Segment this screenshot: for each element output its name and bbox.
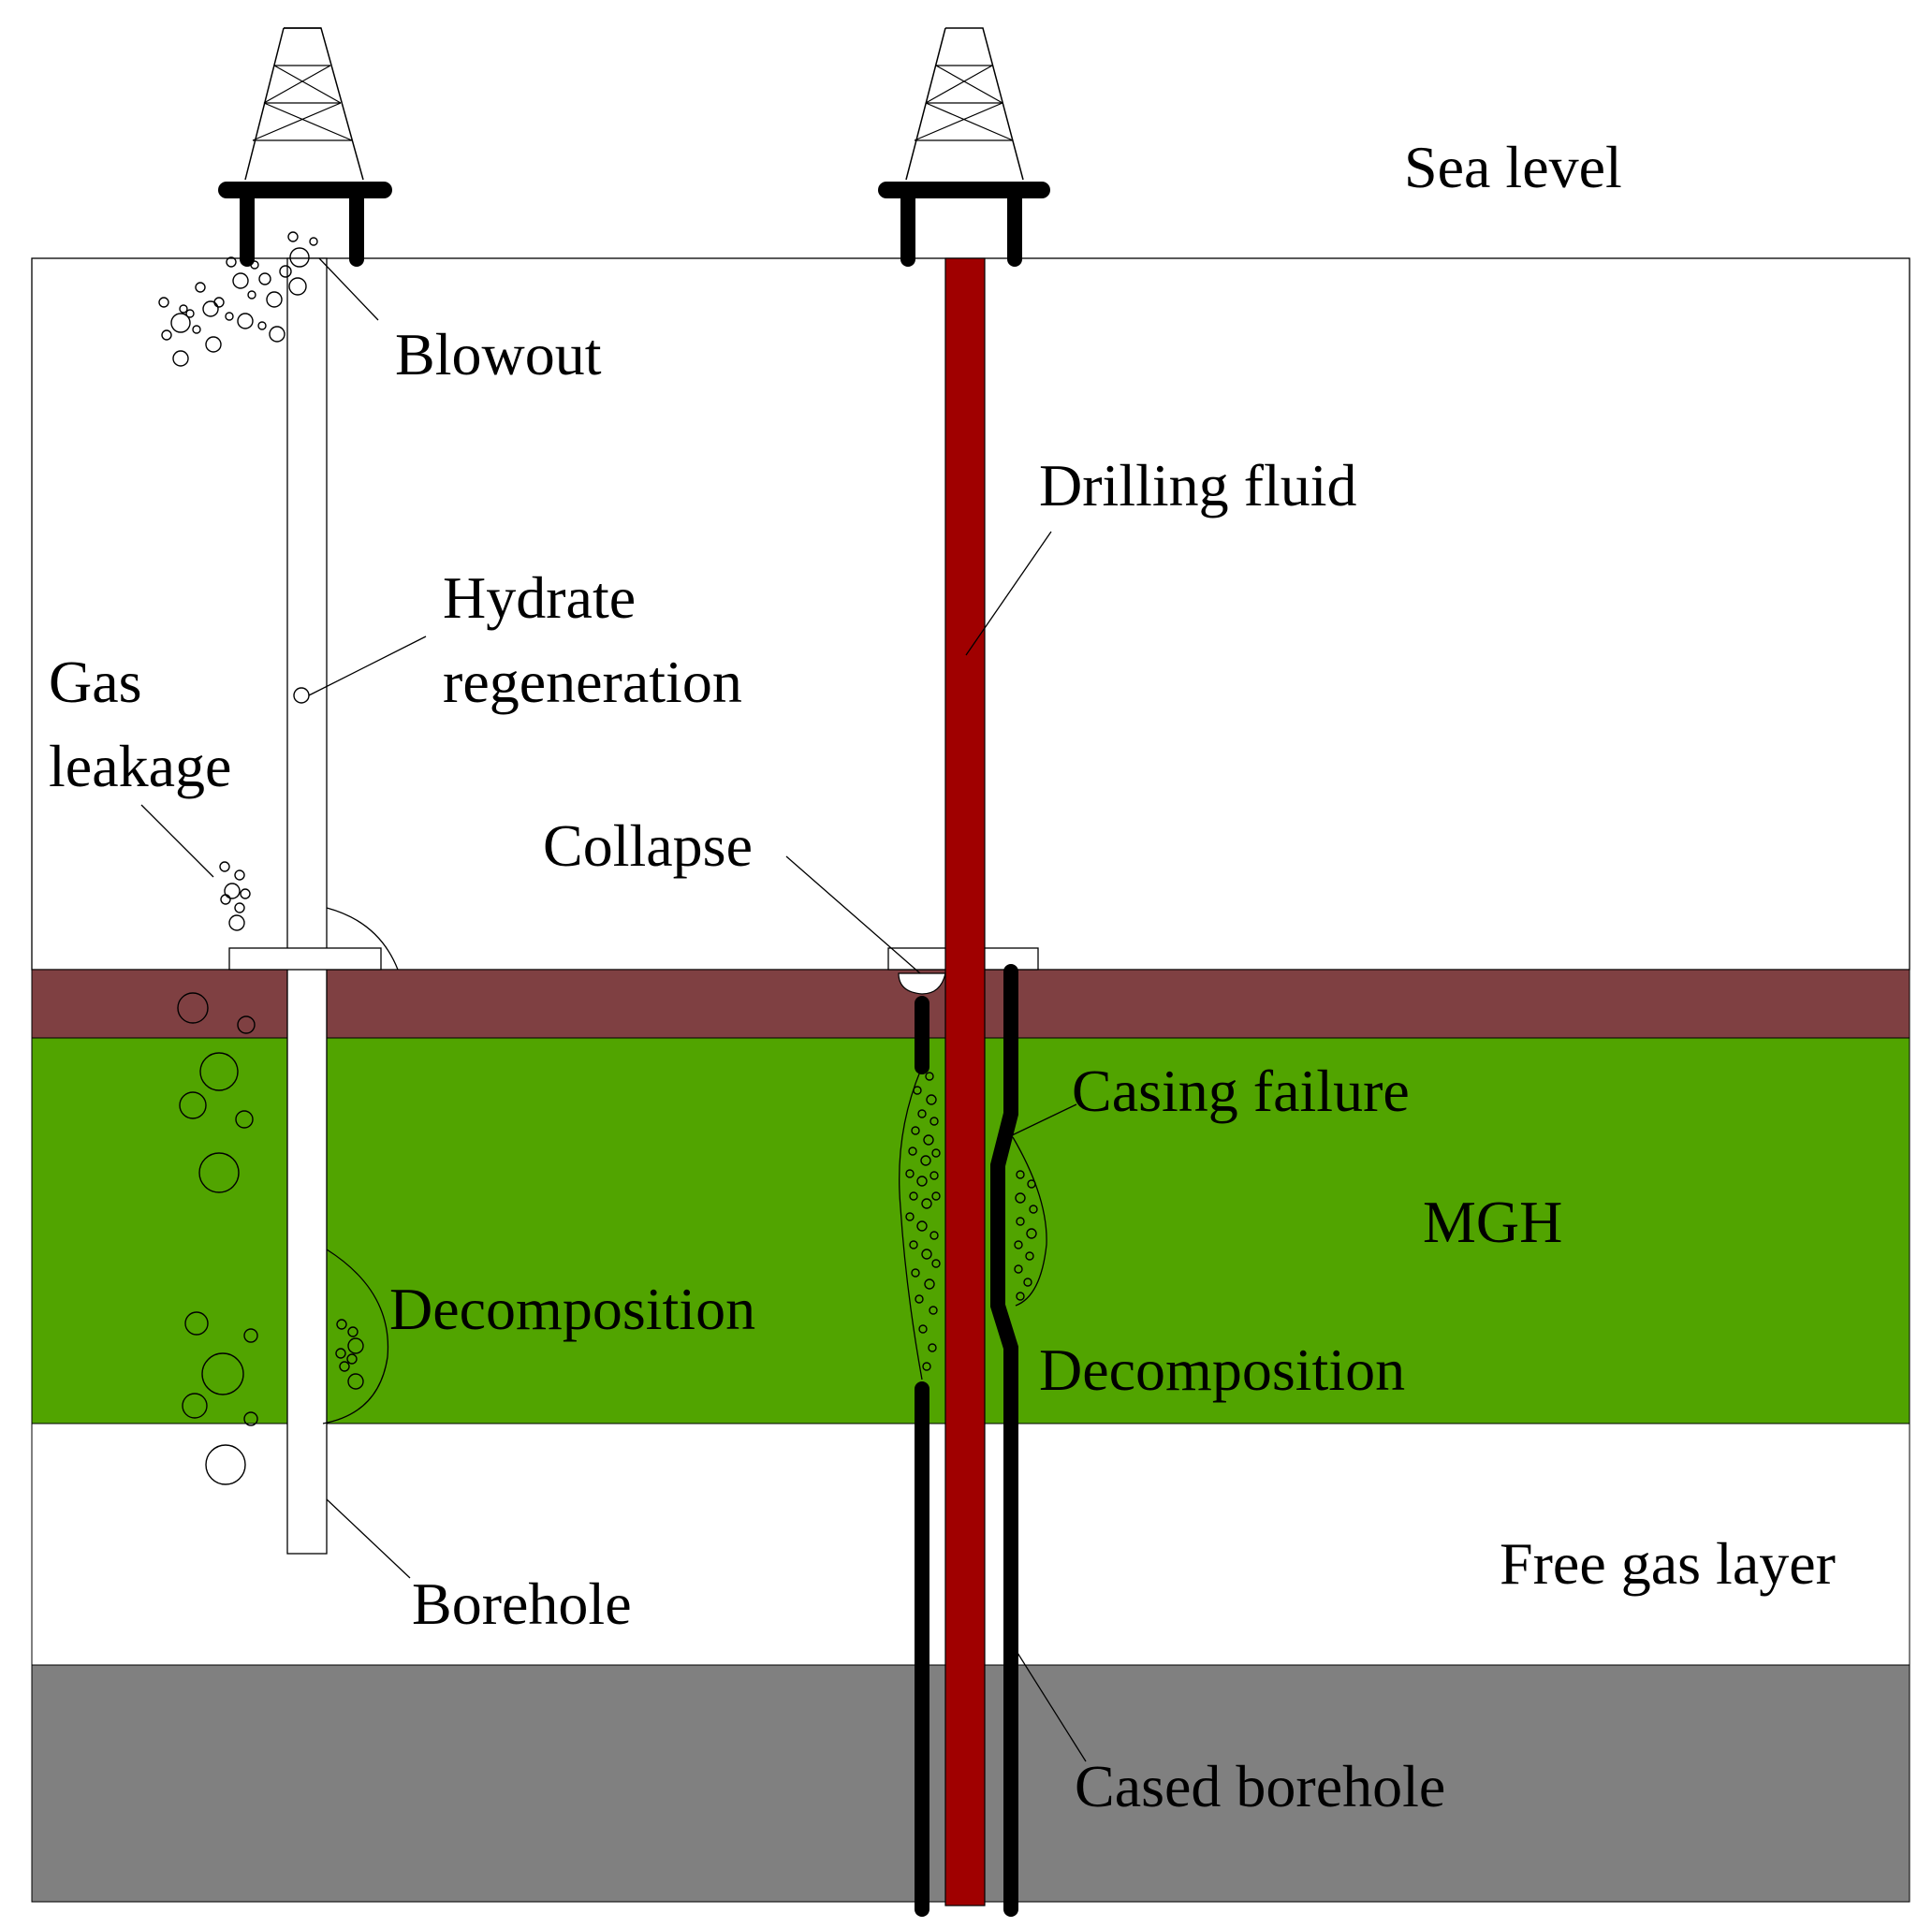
label-decomposition-left: Decomposition xyxy=(389,1276,755,1342)
leader-cased-borehole xyxy=(1012,1644,1087,1762)
label-hydrate-line2: regeneration xyxy=(443,649,742,715)
drilling-fluid-column xyxy=(944,257,986,1906)
borehole-left xyxy=(228,257,399,1555)
wellhead-debris-left xyxy=(326,907,399,971)
leader-lines xyxy=(140,257,1087,1762)
leader-drilling-fluid xyxy=(965,531,1052,656)
decomposition-zone-casing-right xyxy=(1012,1136,1047,1307)
label-blowout: Blowout xyxy=(395,321,602,387)
label-sea-level: Sea level xyxy=(1404,134,1622,200)
collapse-cavity xyxy=(898,972,946,995)
formation-bubbles-left xyxy=(177,992,364,1485)
decomposition-zone-left xyxy=(322,1249,389,1424)
label-cased-borehole: Cased borehole xyxy=(1075,1753,1445,1819)
leader-casing-failure xyxy=(1007,1103,1077,1138)
casing-zone-bubbles xyxy=(905,1072,1038,1371)
label-collapse: Collapse xyxy=(543,812,753,879)
leader-gas-leakage xyxy=(140,804,214,878)
blowout-bubbles xyxy=(158,231,318,367)
drilling-rig-right-icon xyxy=(878,27,1050,267)
leader-hydrate-regeneration xyxy=(308,635,427,696)
leader-blowout xyxy=(318,257,379,321)
casing-right-deformed xyxy=(990,964,1018,1917)
wellhead-base-left xyxy=(228,947,382,971)
label-borehole: Borehole xyxy=(412,1570,632,1637)
label-gas-line1: Gas xyxy=(49,649,142,715)
label-free-gas-layer: Free gas layer xyxy=(1500,1530,1836,1597)
label-casing-failure: Casing failure xyxy=(1072,1058,1410,1124)
label-gas-line2: leakage xyxy=(49,733,231,799)
leader-borehole xyxy=(326,1498,411,1579)
label-decomposition-right: Decomposition xyxy=(1039,1336,1405,1403)
leader-collapse xyxy=(785,855,921,974)
decomposition-zone-casing-left xyxy=(899,1066,923,1380)
label-hydrate-line1: Hydrate xyxy=(443,564,636,631)
cased-borehole-right xyxy=(887,257,1047,1917)
borehole-tube xyxy=(286,257,328,1555)
label-mgh: MGH xyxy=(1423,1189,1562,1255)
gas-leakage-bubbles xyxy=(219,861,251,931)
label-drilling-fluid: Drilling fluid xyxy=(1039,452,1357,519)
labels: Sea level Blowout Drilling fluid Hydrate… xyxy=(49,134,1836,1819)
drilling-rig-left-icon xyxy=(218,27,392,267)
